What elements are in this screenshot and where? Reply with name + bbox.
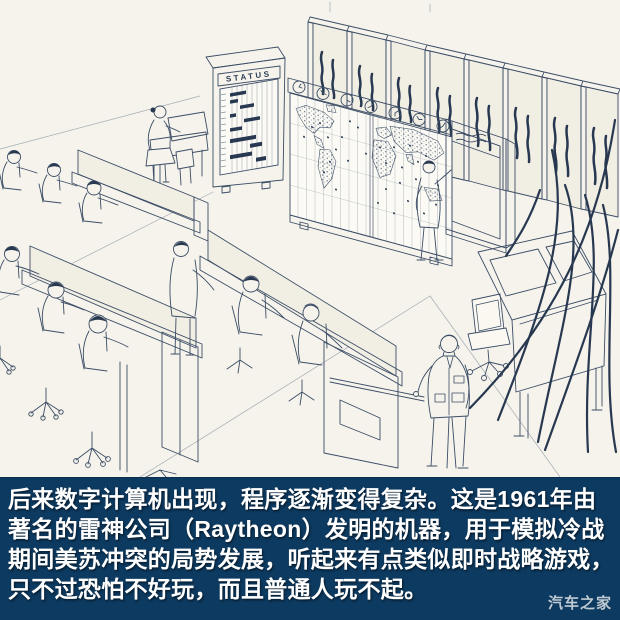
seated-operator	[78, 180, 119, 224]
world-map-board	[289, 92, 453, 267]
line-art-scene: STATUS	[0, 1, 620, 477]
patch-panel-operator	[415, 160, 452, 261]
seated-operator	[28, 281, 85, 421]
seated-operator	[226, 275, 285, 374]
console-row-front-left	[0, 245, 203, 477]
hanging-cable-bundle	[468, 118, 620, 454]
console-row-center	[169, 229, 403, 469]
caption-line-3: 期间美苏冲突的局势发展，听起来有点类似即时战略游戏，	[8, 546, 614, 572]
caption-line-1: 后来数字计算机出现，程序逐渐变得复杂。这是1961年由	[8, 486, 597, 512]
caption-line-4: 只不过恐怕不好玩，而且普通人玩不起。	[8, 576, 428, 602]
empty-swivel-chair	[467, 293, 511, 381]
control-room-illustration: STATUS	[0, 0, 620, 477]
military-officer	[413, 334, 470, 469]
seated-operator	[0, 150, 38, 191]
cabinet-patch-cables	[319, 50, 609, 190]
caption-line-2: 著名的雷神公司（Raytheon）发明的机器，用于模拟冷战	[8, 516, 605, 542]
desk-edge-rail	[329, 377, 425, 402]
status-board: STATUS	[205, 46, 286, 194]
watermark: 汽车之家	[547, 595, 612, 612]
partial-chair-base	[145, 469, 177, 477]
seated-operator	[288, 303, 343, 406]
seated-operator	[0, 246, 40, 375]
seated-operator	[38, 163, 78, 204]
map-target-dots	[303, 120, 439, 215]
console-row-back-left	[0, 149, 209, 242]
standing-woman-console	[145, 105, 209, 195]
slanted-console-right	[477, 230, 607, 439]
seated-operator	[73, 314, 129, 468]
leaning-operator	[169, 241, 215, 356]
caption-bar: 后来数字计算机出现，程序逐渐变得复杂。这是1961年由 著名的雷神公司（Rayt…	[0, 477, 620, 620]
